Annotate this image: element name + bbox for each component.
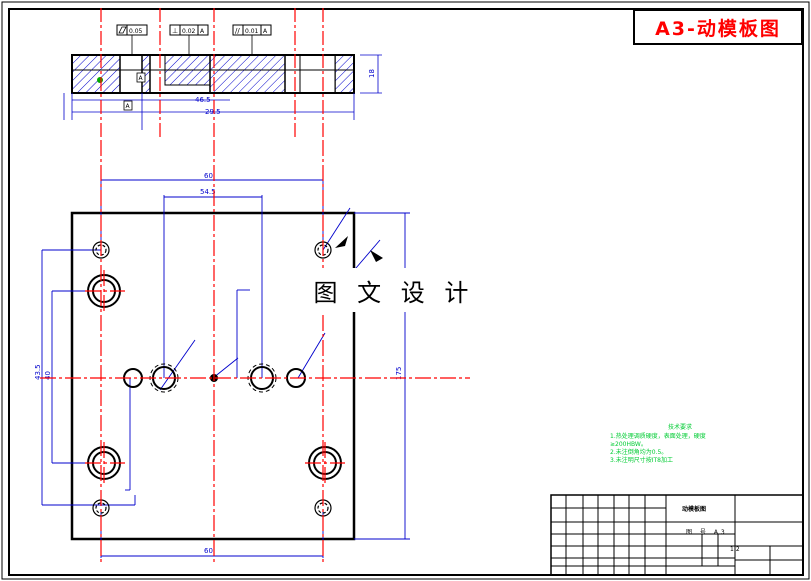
section-view: 0.05 ⊥ 0.02 A // 0.01 A A A xyxy=(63,8,382,140)
title-block-sheet: 图 号 A3 xyxy=(686,529,728,536)
dim-section-thickness: 18 xyxy=(368,69,376,78)
technical-note-1: 1.热处理调质硬度，表面处理，硬度 xyxy=(610,433,706,440)
dim-top-overall-width: 60 xyxy=(204,172,213,180)
svg-text:A: A xyxy=(126,103,131,110)
sheet-inner-border xyxy=(8,8,804,576)
plate-outline xyxy=(70,211,356,541)
perpendicularity-value: 0.02 xyxy=(182,28,196,35)
title-block xyxy=(550,494,804,576)
title-block-part-name: 动模板图 xyxy=(681,506,706,513)
dim-section-width: 29.5 xyxy=(205,108,221,116)
svg-text:⊥: ⊥ xyxy=(172,27,178,35)
perpendicularity-frame: ⊥ 0.02 A xyxy=(169,24,209,36)
technical-notes-heading: 技术要求 xyxy=(667,424,692,431)
technical-note-4: 3.未注明尺寸按IT8加工 xyxy=(610,457,673,464)
watermark: 图 文 设 计 xyxy=(305,268,483,312)
plan-view: 60 54.5 60 175 43.5 40 xyxy=(34,140,470,565)
flatness-frame: 0.05 xyxy=(116,24,148,36)
parallelism-datum: A xyxy=(263,28,268,35)
dim-section-pitch: 46.5 xyxy=(195,96,211,104)
title-block-scale: 1:2 xyxy=(730,546,740,553)
dim-top-hole-spacing: 54.5 xyxy=(200,188,216,196)
dim-left-outer: 43.5 xyxy=(34,364,42,380)
dim-height-right: 175 xyxy=(395,367,403,380)
flatness-value: 0.05 xyxy=(129,28,143,35)
svg-text:A: A xyxy=(139,75,144,82)
parallelism-frame: // 0.01 A xyxy=(232,24,272,36)
dim-bottom-overall-width: 60 xyxy=(204,547,213,555)
technical-note-3: 2.未注倒角均为0.5。 xyxy=(610,449,668,456)
technical-notes: 技术要求 1.热处理调质硬度，表面处理，硬度 ≥200HBW。 2.未注倒角均为… xyxy=(610,424,750,465)
dim-left-inner: 40 xyxy=(44,371,52,380)
parallelism-value: 0.01 xyxy=(245,28,259,35)
perpendicularity-datum: A xyxy=(200,28,205,35)
svg-text://: // xyxy=(235,27,240,35)
drawing-title: A3-动模板图 xyxy=(633,9,803,45)
technical-note-2: ≥200HBW。 xyxy=(610,441,647,448)
